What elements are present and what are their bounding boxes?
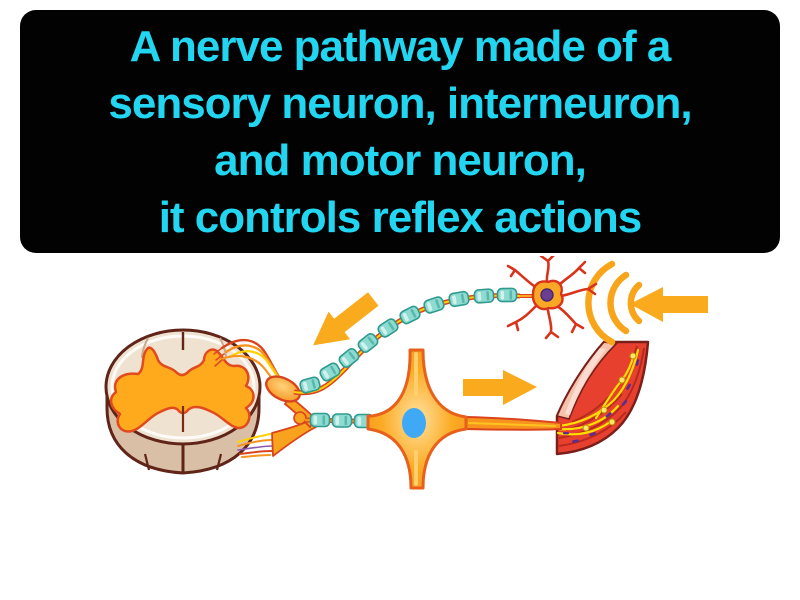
muscle-effector-icon <box>555 340 650 456</box>
afferent-arrow-icon <box>313 292 379 346</box>
sensory-neuron-icon <box>506 256 598 340</box>
motor-neuron-icon <box>366 348 562 490</box>
stimulus-arrow-icon <box>630 287 708 322</box>
definition-line-2: sensory neuron, interneuron, <box>108 78 692 128</box>
efferent-arrow-icon <box>463 370 537 405</box>
sensory-axon-icon <box>293 287 521 396</box>
nucleus-icon <box>402 408 426 438</box>
sensory-nucleus-icon <box>540 288 554 302</box>
reflex-arc-illustration <box>0 256 800 600</box>
definition-card: A nerve pathway made of a sensory neuron… <box>20 10 780 253</box>
myelin-sheath-segments <box>309 412 375 429</box>
spinal-cord-cross-section-icon <box>104 328 262 475</box>
definition-line-1: A nerve pathway made of a <box>129 21 672 71</box>
reflex-arc-svg <box>104 256 708 490</box>
gray-matter-icon <box>109 346 255 433</box>
definition-line-3: and motor neuron, <box>214 135 587 185</box>
definition-line-4: it controls reflex actions <box>158 192 643 242</box>
stimulus-waves-icon <box>585 260 643 346</box>
